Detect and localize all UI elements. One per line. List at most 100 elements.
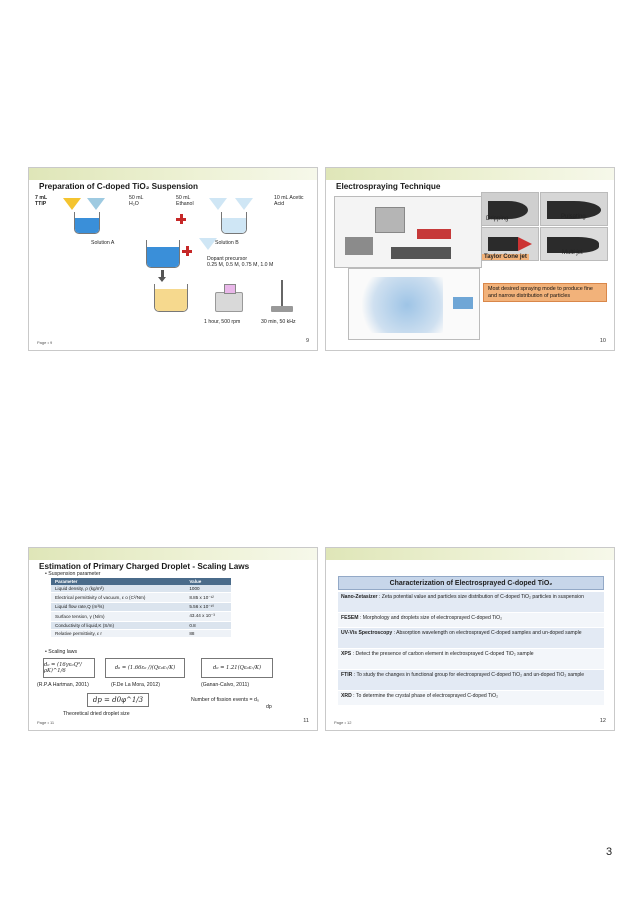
slide-number: 9 (305, 338, 309, 344)
solution-a-label: Solution A (91, 240, 115, 246)
ethanol-label: 50 mL Ethanol (176, 195, 194, 207)
slide-number: 11 (303, 718, 309, 724)
page-label: Page • 11 (37, 720, 55, 725)
stirrer-icon (215, 284, 243, 312)
beaker-a-icon (74, 212, 100, 234)
formula-dried-droplet: dp = d0φ^1/3 (87, 693, 149, 707)
slide-header-bar (29, 168, 317, 180)
slide-title: Estimation of Primary Charged Droplet - … (39, 562, 250, 571)
table-cell: 5.56 x 10⁻¹⁰ (185, 602, 231, 613)
char-row-text: : To study the changes in functional gro… (352, 672, 585, 678)
arrow-down-icon (158, 270, 166, 282)
solution-b-label: Solution B (215, 240, 239, 246)
char-row-text: : Zeta potential value and particles siz… (377, 594, 584, 600)
table-row: Surface tension, γ (N/m)43.44 x 10⁻³ (51, 611, 231, 622)
char-row-text: : To determine the crystal phase of elec… (351, 693, 499, 699)
table-cell: 0.8 (185, 621, 231, 630)
suspension-bullet: • Suspension parameter (45, 571, 101, 577)
page-label: Page • 9 (37, 340, 53, 345)
char-row-head: FESEM (341, 615, 359, 621)
ultrasonic-icon (269, 280, 295, 312)
formula-delamora: d₀ = (1.66ε₀ /)(Qε₀εᵣ/K) (105, 658, 185, 678)
char-row-text: : Absorption wavelength on electrospraye… (392, 630, 582, 636)
pulsating-label: Pulsating (561, 214, 586, 220)
slide-10: Electrospraying Technique Dripping Pulsa… (325, 167, 615, 351)
pulsating-mode-image (540, 192, 608, 226)
table-cell: Electrical permittivity of vacuum, ε o (… (51, 592, 186, 603)
dopant-label: Dopant precursor 0.25 M, 0.5 M, 0.75 M, … (207, 256, 274, 268)
table-cell: Relative permittivity, ε r (51, 629, 186, 639)
multi-jet-image (540, 227, 608, 261)
slide-header-bar (326, 168, 614, 180)
beaker-suspension-icon (154, 284, 188, 312)
flask-ethanol-icon (209, 198, 227, 210)
plus-icon (176, 214, 186, 224)
acetic-label: 10 mL Acetic Acid (274, 195, 304, 207)
slide-12: Characterization of Electrosprayed C-dop… (325, 547, 615, 731)
flask-h2o-icon (87, 198, 105, 210)
formula-hartman: d₀ = (16γε₀Q³/ρK)^1/6 (43, 658, 95, 678)
theoretical-label: Theoretical dried droplet size (63, 711, 130, 717)
flask-ttip-icon (63, 198, 81, 210)
slide-number: 10 (599, 338, 606, 344)
table-row: Liquid flow rate,Q (m³/s)5.56 x 10⁻¹⁰ (51, 602, 231, 613)
char-row-head: XRD (341, 693, 352, 699)
scaling-laws-bullet: • Scaling laws (45, 649, 78, 655)
table-cell: 1000 (185, 585, 231, 594)
slide-header-bar (326, 548, 614, 560)
h2o-label: 50 mL H₂O (129, 195, 144, 207)
ultrasonic-label: 30 min, 50 kHz (261, 319, 296, 325)
char-row-xps: XPS : Detect the presence of carbon elem… (338, 649, 604, 669)
table-row: Liquid density, ρ (kg/m³)1000 (51, 585, 231, 594)
char-row-head: UV-Vis Spectroscopy (341, 630, 393, 636)
flask-acetic-icon (235, 198, 253, 210)
slide-number: 12 (599, 718, 606, 724)
beaker-b-icon (221, 212, 247, 234)
droplet-simulation-image (348, 268, 480, 340)
taylor-cone-label: Taylor Cone jet (482, 254, 529, 260)
parameter-table: Parameter Value Liquid density, ρ (kg/m³… (51, 578, 231, 639)
table-row: Electrical permittivity of vacuum, ε o (… (51, 592, 231, 603)
dripping-label: Dripping (486, 216, 509, 222)
char-row-text: : Detect the presence of carbon element … (351, 651, 534, 657)
citation-gananc: (Ganan-Calvo, 2011) (201, 682, 250, 688)
char-row-xrd: XRD : To determine the crystal phase of … (338, 691, 604, 705)
dripping-mode-image (481, 192, 539, 226)
fission-events-text: Number of fission events = d₀ (191, 697, 260, 703)
table-cell: Surface tension, γ (N/m) (51, 611, 186, 622)
fission-events-denominator: dp (266, 704, 272, 710)
char-row-uvvis: UV-Vis Spectroscopy : Absorption wavelen… (338, 628, 604, 648)
table-cell: 43.44 x 10⁻³ (185, 611, 231, 622)
table-header: Value (185, 578, 231, 585)
table-header: Parameter (51, 578, 186, 585)
suspension-bullet-text: Suspension parameter (48, 571, 101, 577)
formula-gananc: d₀ = 1.21(Qε₀εᵣ/K) (201, 658, 273, 678)
slide-header-bar (29, 548, 317, 560)
table-cell: 8.85 x 10⁻¹² (185, 592, 231, 603)
plus-icon-2 (182, 246, 192, 256)
slide-title: Electrospraying Technique (336, 182, 441, 191)
scaling-laws-text: Scaling laws (48, 649, 78, 655)
flask-dopant-icon (199, 238, 217, 250)
page-label: Page • 12 (334, 720, 352, 725)
characterization-title: Characterization of Electrosprayed C-dop… (338, 576, 604, 590)
multi-jet-label: Multi jet (562, 250, 583, 256)
slide-9: Preparation of C-doped TiO₂ Suspension 7… (28, 167, 318, 351)
char-row-text: : Morphology and droplets size of electr… (358, 615, 503, 621)
beaker-mix-icon (146, 240, 180, 268)
table-cell: Liquid flow rate,Q (m³/s) (51, 602, 186, 613)
table-cell: Liquid density, ρ (kg/m³) (51, 585, 186, 594)
table-header-row: Parameter Value (51, 578, 231, 585)
electrospray-setup-image (334, 196, 482, 268)
taylor-cone-image (481, 227, 539, 261)
char-row-fesem: FESEM : Morphology and droplets size of … (338, 613, 604, 627)
ttip-label: 7 mL TTIP (35, 195, 48, 207)
citation-delamora: (F.De La Mora, 2012) (111, 682, 161, 688)
spraying-mode-callout: Most desired spraying mode to produce fi… (483, 283, 607, 303)
slide-title: Preparation of C-doped TiO₂ Suspension (39, 182, 199, 191)
table-row: Conductivity of liquid,K (S/m)0.8 (51, 621, 231, 630)
char-row-zetasizer: Nano-Zetasizer : Zeta potential value an… (338, 592, 604, 612)
char-row-head: XPS (341, 651, 352, 657)
char-row-ftir: FTIR : To study the changes in functiona… (338, 670, 604, 690)
